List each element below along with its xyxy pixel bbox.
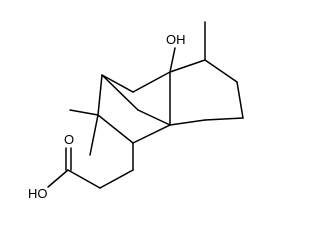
bond [204,117,244,121]
bond [89,114,99,156]
hydroxyl-label: OH [166,32,186,47]
structure-diagram: OH O HO [28,21,244,201]
bond [99,169,134,189]
bond [101,74,134,93]
bond [132,71,171,93]
bond [47,169,69,188]
bond [236,81,244,119]
bond [101,74,139,111]
bond [97,114,134,144]
bond [69,109,99,116]
bond [169,47,176,73]
bond [204,59,238,83]
bond [67,169,101,189]
bond [137,109,171,126]
bond [169,59,206,73]
bond [132,124,171,144]
bond [97,74,103,116]
bond [169,119,206,126]
carbonyl-oxygen-label: O [64,132,74,147]
acid-hydroxyl-label: HO [28,186,48,201]
